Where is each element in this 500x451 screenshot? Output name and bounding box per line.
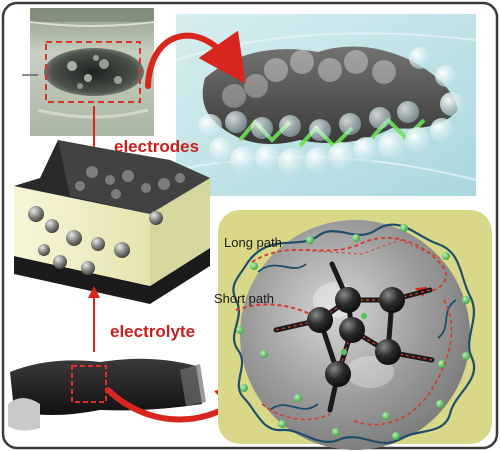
long-path-line — [251, 236, 447, 297]
label-electrolyte: electrolyte — [110, 322, 195, 341]
fabric-dashed-box — [71, 365, 107, 403]
green-ions — [236, 224, 470, 440]
molecule-bubbles — [198, 47, 464, 176]
label-short-path: Short path — [214, 291, 274, 306]
fabric-photo — [8, 358, 206, 431]
ion-path-panel: Long path Short path — [214, 210, 492, 450]
molecule-panel — [175, 14, 477, 196]
label-long-path: Long path — [224, 235, 282, 250]
ion-cluster — [273, 261, 435, 413]
arrow-jar-to-molecule — [145, 30, 246, 89]
battery-stack — [14, 140, 210, 304]
jar-photo — [22, 8, 155, 136]
polymer-chain — [232, 223, 476, 444]
label-electrodes: electrodes — [114, 137, 199, 156]
jar-dashed-box — [45, 41, 141, 103]
